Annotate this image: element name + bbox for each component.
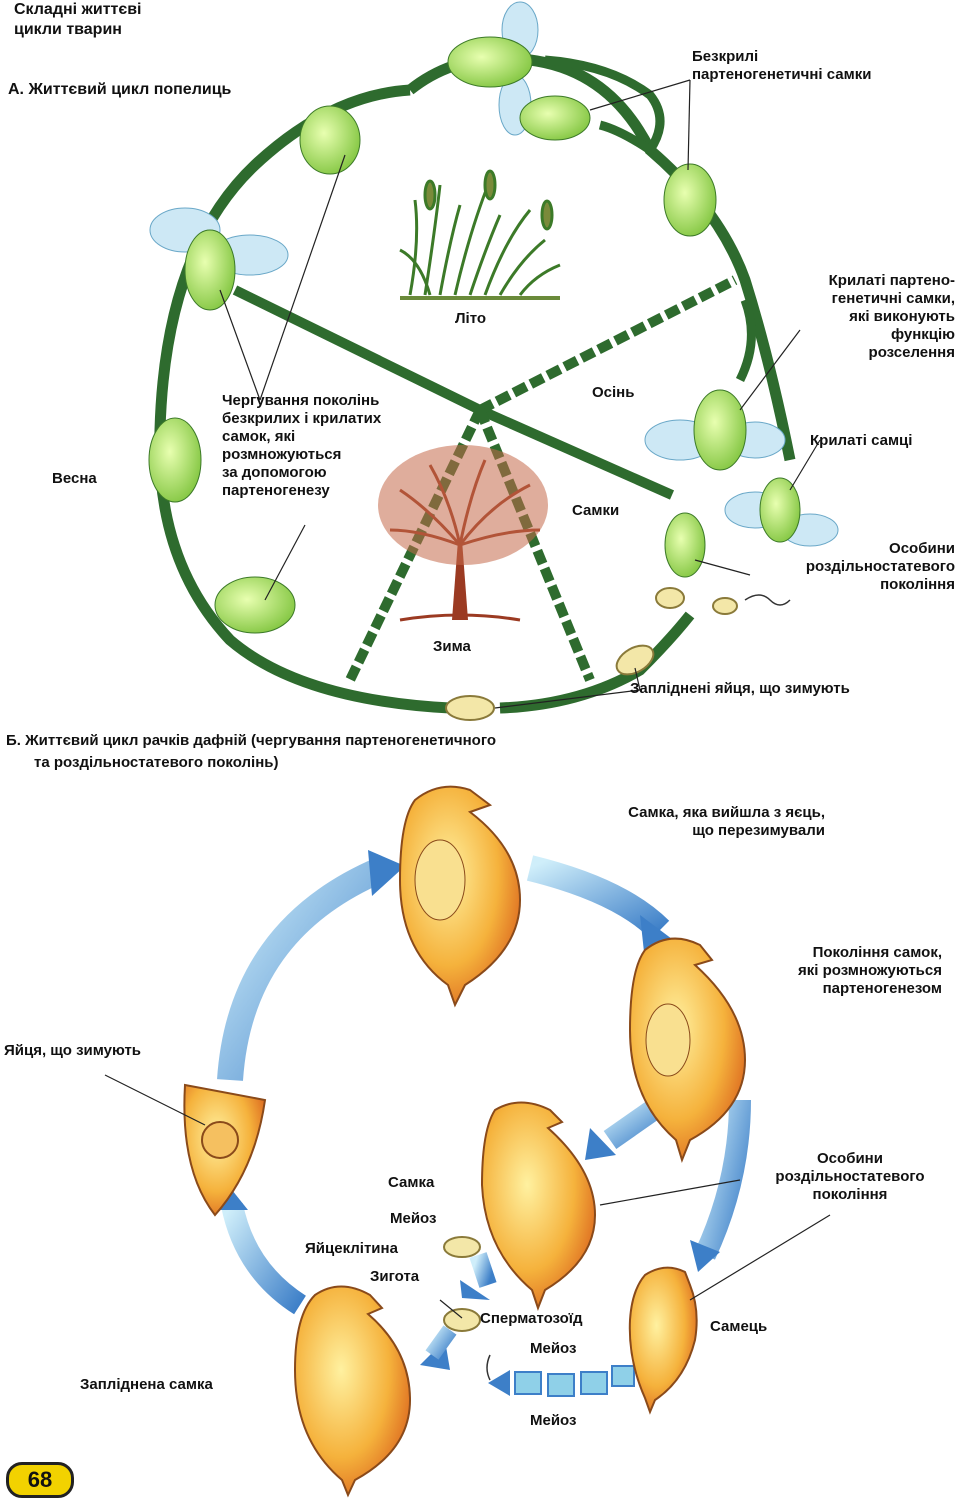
cycle-stem-bottom [499,611,695,714]
season-divider-females [477,405,675,500]
winter-label: Зима [433,638,471,655]
autumn-label: Осінь [592,384,635,401]
sperm-icon [744,594,791,606]
zygote [443,1308,481,1332]
arrow-top-left-head [368,850,405,896]
aphid-egg-4 [712,597,738,615]
aphid-cycle [148,1,839,721]
aphid-wingless-topleft [299,105,361,175]
zygote-label: Зигота [370,1268,420,1285]
section-b-title-line1: Б. Життєвий цикл рачків дафній (чергуван… [6,732,497,749]
arrow-right-down-head [690,1240,720,1272]
daphnia-sexual-generation-label: Особини роздільностатевого покоління [775,1150,925,1203]
wingless-females-label: Безкрилі партеногенетичні самки [692,48,872,83]
arrow-zygote-left [425,1325,457,1360]
winged-females-label: Крилаті партено- генетичні самки, які ви… [828,272,955,361]
meiosis-2-label: Мейоз [530,1340,577,1357]
aphid-winged-female-right [644,389,786,471]
aphid-egg-3 [655,587,685,609]
winged-males-label: Крилаті самці [810,432,913,449]
aphid-egg-1 [445,695,495,721]
winter-eggs-label: Яйця, що зимують [4,1042,142,1059]
daphnia-parthenogenetic [628,937,747,1164]
sperm-cell-icon [486,1354,491,1381]
meiosis-1-label: Мейоз [390,1210,437,1227]
spring-label: Весна [52,470,97,487]
arrow-egg-down-head [460,1280,490,1300]
section-a-title: А. Життєвий цикл попелиць [8,81,232,98]
cycle-stem-branch [735,298,756,383]
arrow-left-up [221,1202,307,1315]
fertilized-female-label: Запліднена самка [80,1376,213,1393]
meiosis-3-label: Мейоз [530,1412,577,1429]
cycle-stem-loop [544,55,665,157]
arrow-egg-down [469,1252,497,1288]
aphid-spring-1 [148,417,202,503]
page-title-line2: цикли тварин [14,21,122,38]
daphnia-leader-lines [104,1074,831,1319]
daphnia-male [628,1266,698,1415]
daphnia-female [480,1101,597,1311]
sperm-label: Сперматозоїд [480,1310,583,1327]
winter-tree-icon [378,445,548,622]
aphid-sexual-generation-label: Особини роздільностатевого покоління [805,540,955,593]
aphid-winged-left [149,207,289,311]
arrow-left-up-head [218,1190,248,1210]
females-label: Самки [572,502,620,519]
parthenogenetic-generation-label: Покоління самок, які розмножуються парте… [797,944,942,997]
female-label: Самка [388,1174,435,1191]
summer-label: Літо [455,310,487,327]
aphid-leader-lines [219,79,821,709]
grass-icon [399,169,561,300]
aphid-wingless-top [519,95,591,141]
page-title-line1: Складні життєві [14,1,142,18]
male-label: Самець [710,1318,768,1335]
season-divider-spring [232,285,483,415]
aphid-spring-2 [214,576,296,634]
page-number: 68 [6,1462,74,1498]
daphnia-cycle [104,785,831,1498]
aphid-female [664,512,706,578]
hatched-female-label: Самка, яка вийшла з яєць, що перезимувал… [628,804,825,839]
daphnia-hatched-female [398,785,522,1008]
aphid-winged-top [447,1,539,136]
alternation-label: Чергування поколінь безкрилих і крилатих… [222,392,382,499]
meiosis-arrow-head [488,1370,510,1396]
arrow-top-left [217,858,386,1081]
aphid-winged-male [724,477,839,547]
arrow-right-down [695,1099,751,1260]
egg-cell-label: Яйцеклітина [305,1240,398,1257]
daphnia-winter-egg-case [183,1083,267,1217]
overwintering-eggs-label: Запліднені яйця, що зимують [630,680,850,697]
aphid-wingless-right [663,163,717,237]
daphnia-fertilized-female [293,1285,412,1498]
arrow-to-female-head [585,1128,616,1160]
meiosis-bar [514,1365,635,1397]
section-b-title-line2: та роздільностатевого поколінь) [34,754,279,771]
aphid-egg-2 [615,644,655,676]
season-divider-autumn [477,275,738,415]
arrow-top-right [526,855,670,940]
egg-cell [443,1236,481,1258]
